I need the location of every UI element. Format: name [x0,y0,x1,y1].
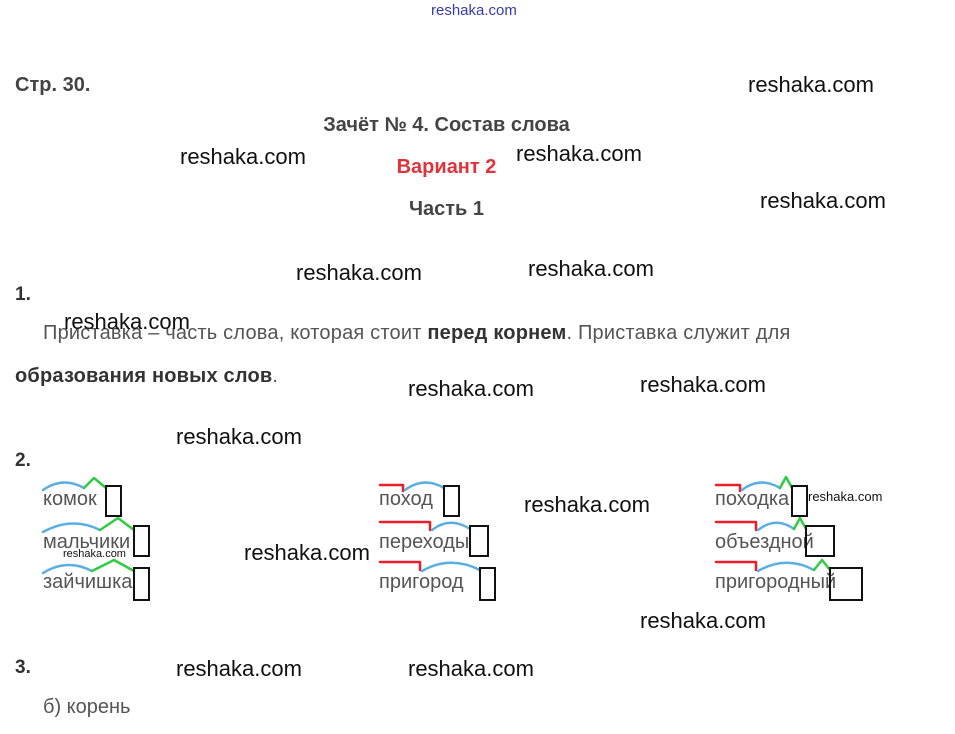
root-arc-prigorod [420,561,482,573]
suffix-mark-pokhodka [778,475,794,490]
task-1-number: 1. [15,284,31,305]
test-title: Зачёт № 4. Состав слова [323,114,570,136]
task-1-period: . [272,365,279,387]
word-prigorodny: пригородный [715,571,837,593]
watermark: reshaka.com [64,309,190,334]
ending-box-pokhod [443,485,460,517]
task-1-bold-2: образования новых слов [15,365,273,387]
root-arc-malchiki [41,522,102,534]
watermark: reshaka.com [408,376,534,401]
suffix-mark-prigorodny [812,558,832,572]
task-2-number: 2. [15,450,31,471]
site-link[interactable]: reshaka.com [431,2,517,19]
root-arc-komok [41,481,86,492]
root-arc-prigorodny [756,561,816,573]
word-perekhody: переходы [379,531,470,553]
watermark: reshaka.com [640,372,766,397]
root-arc-perekhody [430,521,472,532]
word-komok: комок [43,488,97,510]
word-obyezdnoy: объездной [715,531,814,553]
watermark: reshaka.com [180,144,306,169]
root-arc-pokhod [403,481,446,492]
task-3-answer: б) корень [43,696,131,718]
root-arc-pokhodka [740,481,782,492]
ending-box-obyezdnoy [805,525,835,557]
prefix-mark-pokhod [378,483,405,493]
prefix-mark-obyezdnoy [714,520,758,532]
ending-box-komok [105,485,122,517]
part-title: Часть 1 [408,198,485,220]
task-1-bold-1: перед корнем [427,322,567,344]
watermark: reshaka.com [640,608,766,633]
word-zaychishka: зайчишка [43,571,133,593]
suffix-mark-zaychishka [90,558,136,573]
ending-box-malchiki [133,525,150,557]
page-label: Стр. 30. [15,74,91,96]
prefix-mark-perekhody [378,520,432,532]
watermark: reshaka.com [408,656,534,681]
ending-box-pokhodka [791,485,808,517]
task-1-line-1: Приставка – часть слова, которая стоит п… [43,322,791,345]
watermark-small: reshaka.com [63,548,126,560]
ending-box-prigorod [479,567,496,601]
watermark: reshaka.com [516,141,642,166]
word-pokhod: поход [379,488,433,510]
task-3-number: 3. [15,657,31,678]
watermark: reshaka.com [296,260,422,285]
watermark: reshaka.com [176,656,302,681]
suffix-mark-malchiki [98,516,136,532]
ending-box-prigorodny [829,567,863,601]
suffix-mark-obyezdnoy [792,516,808,531]
watermark: reshaka.com [524,492,650,517]
word-prigorod: пригород [379,571,464,593]
suffix-mark-komok [82,476,108,490]
prefix-mark-prigorod [378,560,422,572]
root-arc-zaychishka [41,563,94,575]
watermark: reshaka.com [748,72,874,97]
ending-box-perekhody [469,525,489,557]
task-1-text-end: . Приставка служит для [566,322,791,344]
watermark-small: reshaka.com [808,489,883,504]
ending-box-zaychishka [133,567,150,601]
prefix-mark-pokhodka [714,483,742,493]
prefix-mark-prigorodny [714,560,758,572]
watermark: reshaka.com [176,424,302,449]
word-malchiki: мальчики [43,531,131,553]
task-1-text-start: Приставка – часть слова, которая стоит [43,322,428,344]
root-arc-obyezdnoy [756,521,796,532]
word-pokhodka: походка [715,488,790,510]
watermark: reshaka.com [528,256,654,281]
watermark: reshaka.com [760,188,886,213]
task-1-line-2: образования новых слов. [15,365,278,388]
variant-title: Вариант 2 [396,156,497,178]
watermark: reshaka.com [244,540,370,565]
